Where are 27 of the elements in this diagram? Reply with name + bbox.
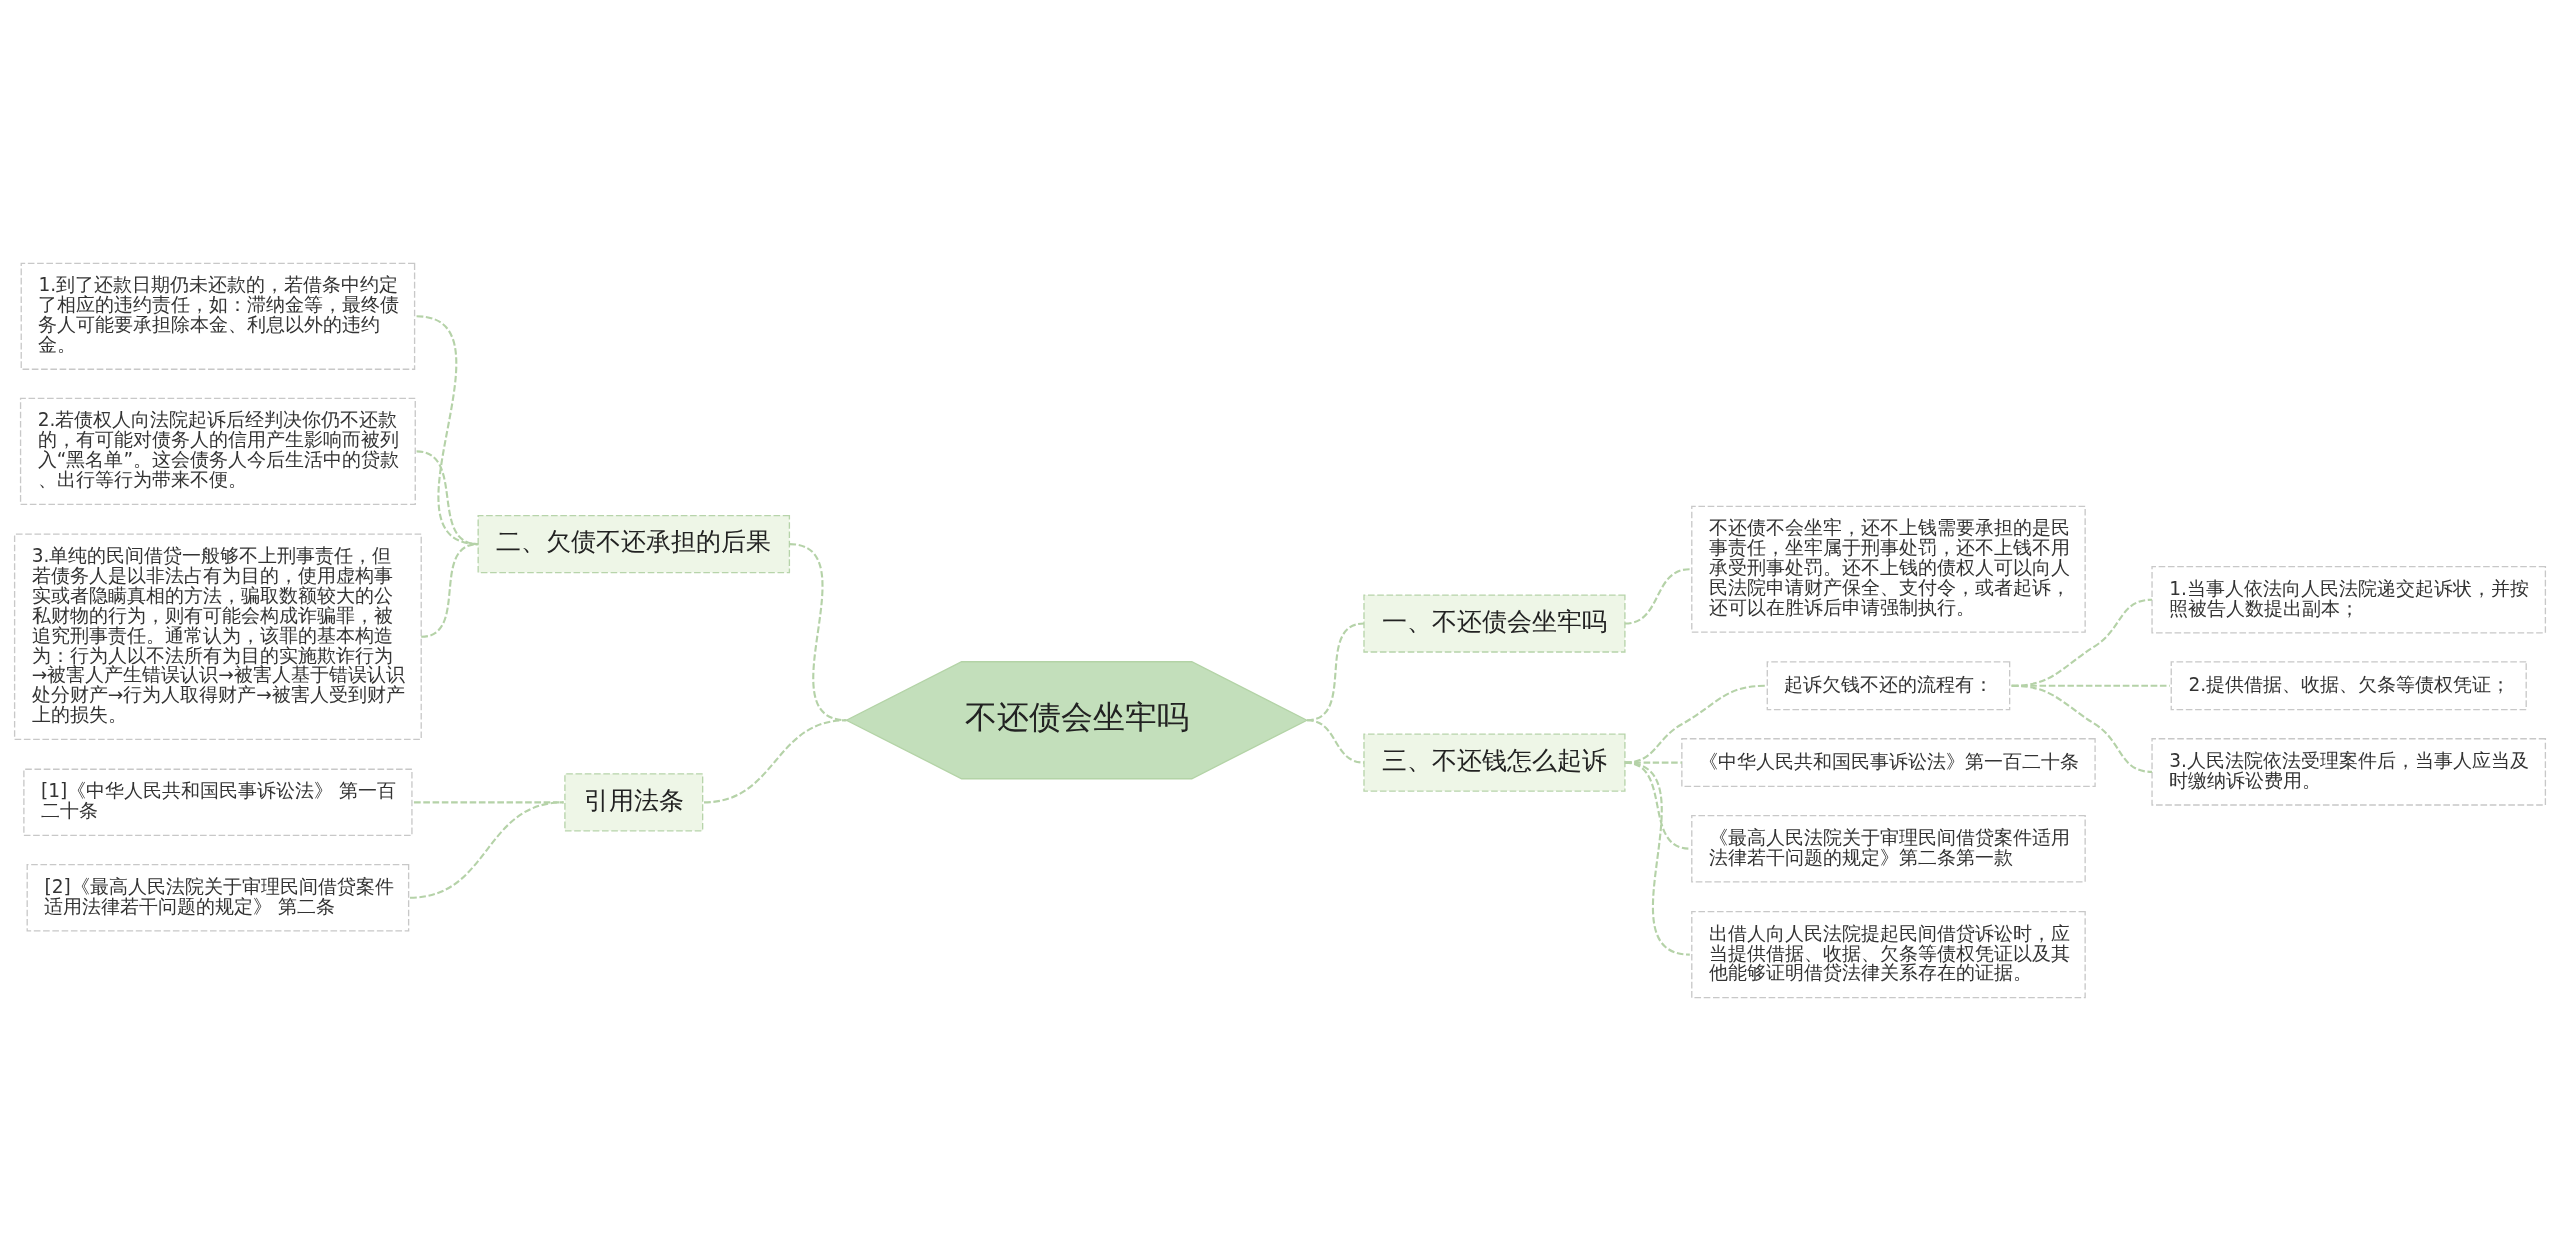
connector [1306, 718, 1365, 764]
node-box: 不还债不会坐牢，还不上钱需要承担的是民事责任，坐牢属于刑事处罚，还不上钱不用承受刑事处罚。还不上钱的债权人可以向人民法院申请财产保全、支付令，或者起诉，还可以在胜诉后申请强制执行。 [1691, 505, 2086, 633]
node-box: [2]《最高人民法院关于审理民间借贷案件适用法律若干问题的规定》 第二条 [26, 863, 410, 931]
node-box: 2.若债权人向法院起诉后经判决你仍不还款的，有可能对债务人的信用产生影响而被列入“黑名单”。这会债务人今后生活中的贷款、出行等行为带来不便。 [19, 397, 416, 505]
node-box: [1]《中华人民共和国民事诉讼法》 第一百二十条 [23, 768, 413, 836]
connector [416, 314, 479, 545]
connector [2011, 684, 2153, 773]
node-box: 3.人民法院依法受理案件后，当事人应当及时缴纳诉讼费用。 [2151, 737, 2547, 806]
node-box: 引用法条 [564, 772, 704, 831]
connector [409, 800, 564, 899]
node-box: 《最高人民法院关于审理民间借贷案件适用法律若干问题的规定》第二条第一款 [1691, 814, 2086, 882]
connector [421, 542, 479, 638]
connector [703, 718, 847, 803]
node-box: 1.到了还款日期仍未还款的，若借条中约定了相应的违约责任，如：滞纳金等，最终债务人可能要承担除本金、利息以外的违约金。 [20, 262, 416, 370]
node-box: 三、不还钱怎么起诉 [1363, 733, 1626, 792]
connector [416, 449, 479, 545]
node-box: 2.提供借据、收据、欠条等债权凭证； [2170, 660, 2527, 710]
node-box: 3.单纯的民间借贷一般够不上刑事责任，但若债务人是以非法占有为目的，使用虚构事实或者隐瞒真相的方法，骗取数额较大的公私财物的行为，则有可能会构成诈骗罪，被追究刑事责任。通常认为，该罪的基本构造为：行为人以不法所有为目的实施欺诈行为→被害人产生错误认识→被害人基于错误认识处分财产→行为人取得财产→被害人受到财产上的损失。 [13, 533, 422, 740]
node-box: 1.当事人依法向人民法院递交起诉状，并按照被告人数提出副本； [2151, 565, 2547, 633]
node-box: 《中华人民共和国民事诉讼法》第一百二十条 [1681, 737, 2096, 787]
node-box: 二、欠债不还承担的后果 [477, 514, 791, 573]
connector [1624, 761, 1690, 956]
node-box: 出借人向人民法院提起民间借贷诉讼时，应当提供借据、收据、欠条等债权凭证以及其他能够证明借贷法律关系存在的证据。 [1691, 910, 2086, 998]
node-box: 起诉欠钱不还的流程有： [1766, 660, 2011, 710]
connector [1624, 567, 1690, 625]
connector [1624, 684, 1766, 764]
node-box: 一、不还债会坐牢吗 [1363, 593, 1626, 653]
